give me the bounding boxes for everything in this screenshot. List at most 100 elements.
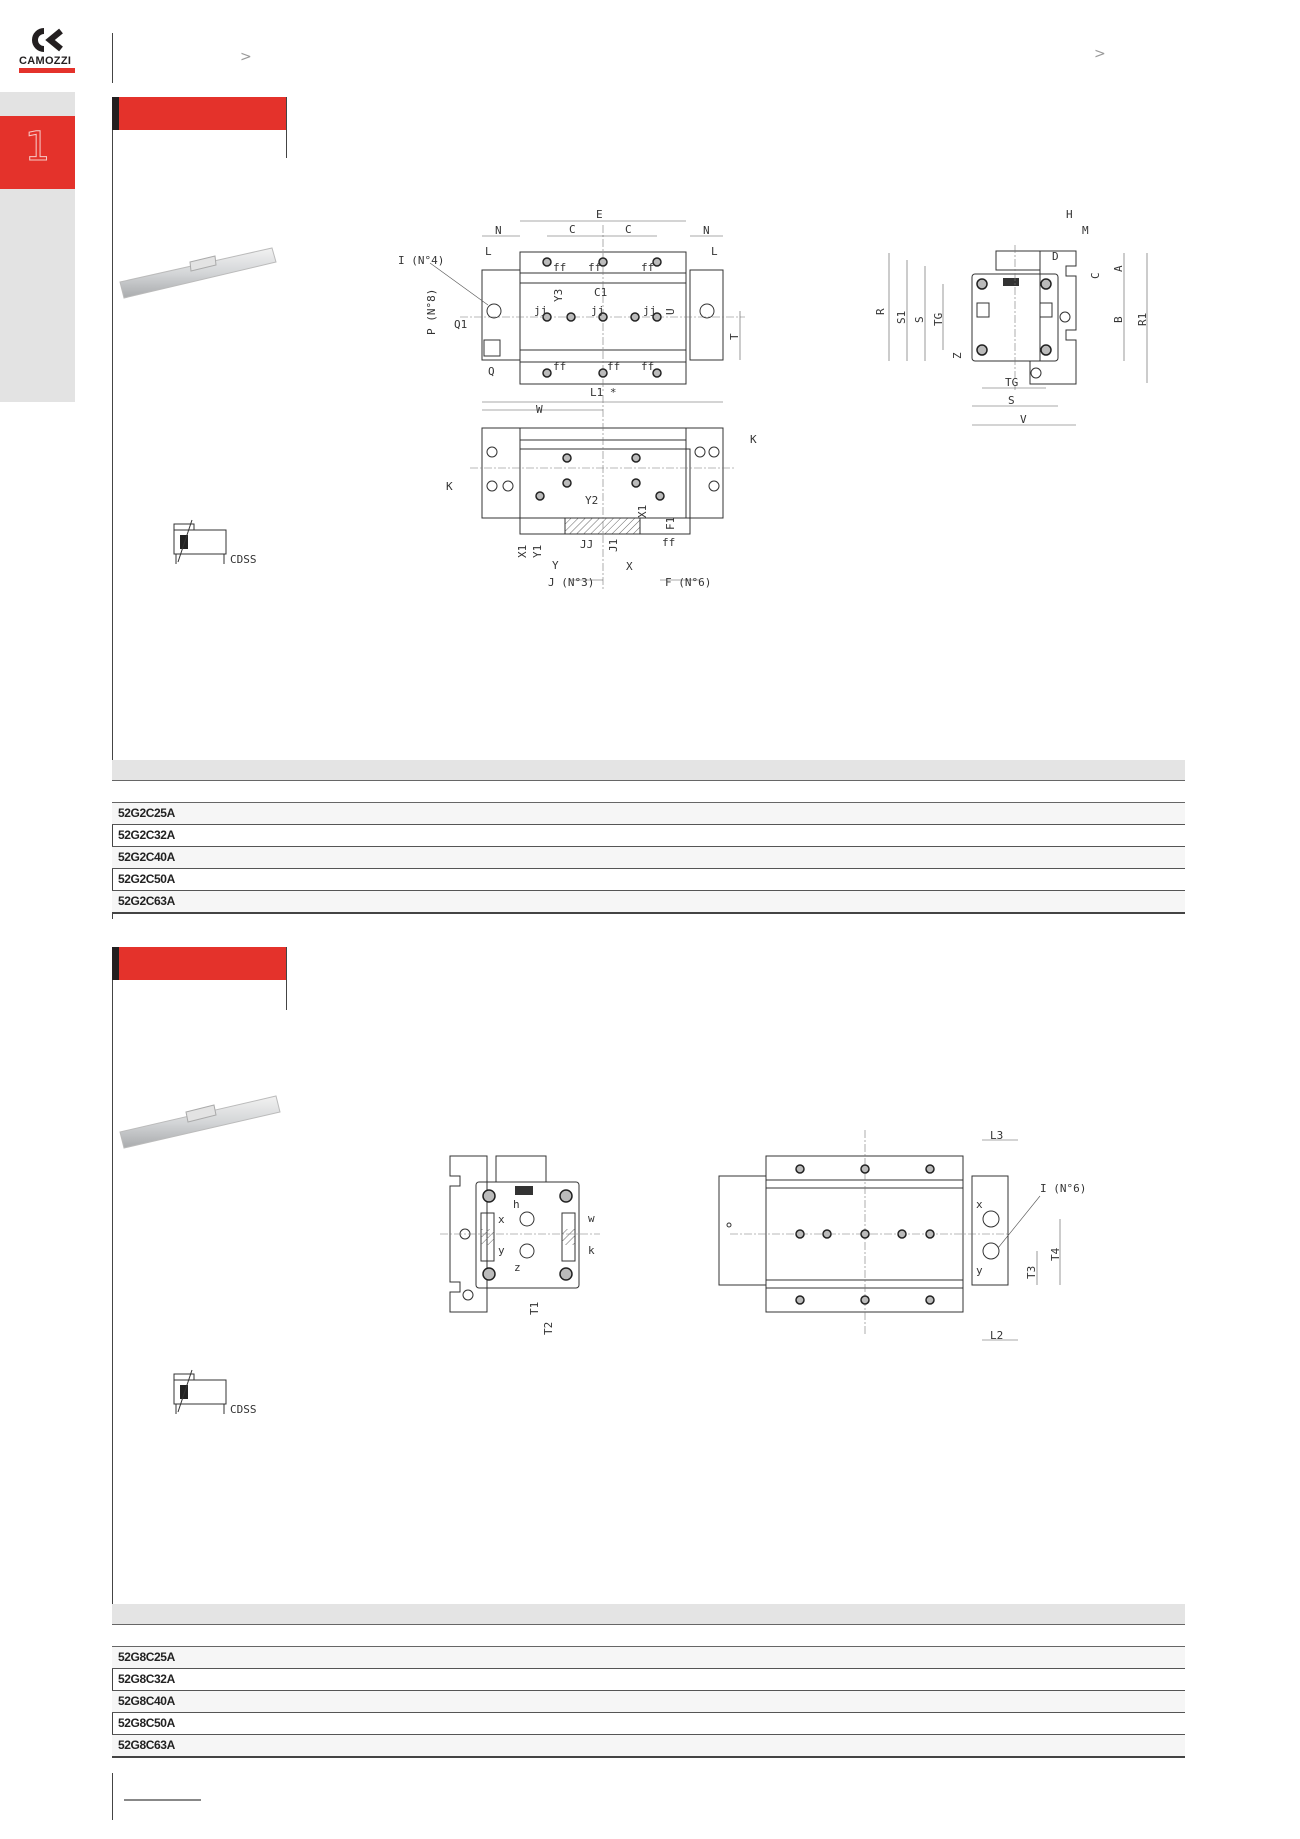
table-row: 52G2C25A <box>112 803 1185 825</box>
dim-label: T3 <box>1025 1266 1038 1279</box>
table-row: 52G2C40A <box>112 847 1185 869</box>
dim-label: w <box>588 1212 595 1225</box>
dim-label: Y <box>552 559 559 572</box>
dim-label: L2 <box>990 1329 1003 1342</box>
dim-label: C <box>1089 272 1102 279</box>
dim-label: S <box>913 316 926 323</box>
dim-label: k <box>588 1244 595 1257</box>
dim-label: C1 <box>594 286 607 299</box>
drawing-labels: L1 * W K K Y2 X1 F1 X1 Y1 JJ J1 ff Y X J… <box>446 386 757 589</box>
dim-label: ff <box>641 360 654 373</box>
table-row: 52G2C63A <box>112 891 1185 914</box>
dim-label: N <box>703 224 710 237</box>
dim-label: T4 <box>1049 1247 1062 1261</box>
breadcrumb-separator: > <box>1094 46 1106 62</box>
dimensions-table: 52G8C25A 52G8C32A 52G8C40A 52G8C50A 52G8… <box>112 1604 1185 1758</box>
dim-label: jj <box>534 304 547 317</box>
dim-label: W <box>536 403 543 416</box>
dim-label: K <box>750 433 757 446</box>
dim-label: x <box>976 1198 983 1211</box>
dim-label: Y1 <box>531 545 544 558</box>
dim-label: jj <box>643 304 656 317</box>
table-row: 52G8C63A <box>112 1735 1185 1758</box>
dim-label: S <box>1008 394 1015 407</box>
dim-label: H <box>1066 208 1073 221</box>
drawing-labels: E C C N N L L I (N°4) P (N°8) Q1 Q ff ff… <box>398 208 741 378</box>
dim-label: Y3 <box>552 289 565 302</box>
pneumatic-symbol-icon: CDSS <box>173 1369 257 1416</box>
drawing-labels: L3 I (N°6) x y T3 T4 L2 <box>976 1129 1086 1342</box>
dim-label: h <box>513 1198 520 1211</box>
dim-label: D <box>1052 250 1059 263</box>
product-image-cylinder <box>119 1095 281 1149</box>
table-subheader <box>112 781 1185 803</box>
table-body: 52G2C25A 52G2C32A 52G2C40A 52G2C50A 52G2… <box>112 803 1185 914</box>
symbol-label: CDSS <box>230 553 257 566</box>
dim-label: E <box>596 208 603 221</box>
dim-label: C <box>569 223 576 236</box>
dim-label: L3 <box>990 1129 1003 1142</box>
dim-label: Z <box>951 352 964 359</box>
dim-label: M <box>1082 224 1089 237</box>
dim-label: I (N°6) <box>1040 1182 1086 1195</box>
dim-label: jj <box>591 304 604 317</box>
table-row: 52G8C32A <box>112 1669 1185 1691</box>
dim-label: X1 <box>636 505 649 518</box>
section-border <box>112 947 113 1755</box>
section-title-bar <box>112 97 287 130</box>
dim-label: R1 <box>1136 313 1149 326</box>
dim-label: K <box>446 480 453 493</box>
dim-label: ff <box>553 360 566 373</box>
drawing-labels: H M D A C R S1 S TG Z B R1 TG S V <box>874 208 1149 426</box>
footer-divider <box>112 1773 113 1820</box>
dim-label: y <box>498 1244 505 1257</box>
symbol-label: CDSS <box>230 1403 257 1416</box>
dim-label: V <box>1020 413 1027 426</box>
dim-label: B <box>1112 316 1125 323</box>
dim-label: X1 <box>516 545 529 558</box>
dim-label: C <box>625 223 632 236</box>
dim-label: z <box>514 1261 521 1274</box>
dim-label: N <box>495 224 502 237</box>
dim-label: U <box>664 308 677 315</box>
dim-label: I (N°4) <box>398 254 444 267</box>
dim-label: P (N°8) <box>425 289 438 335</box>
dim-label: T <box>728 333 741 340</box>
drawing-side-view <box>470 395 735 590</box>
logo-bar <box>19 68 75 73</box>
breadcrumb-separator: > <box>240 49 252 65</box>
dim-label: F1 <box>664 517 677 530</box>
chapter-tab[interactable] <box>0 116 75 189</box>
section-title-divider <box>286 947 287 1010</box>
drawing-labels: h x w y k z T1 T2 <box>498 1198 595 1335</box>
brand-name: CAMOZZI <box>19 55 72 67</box>
dim-label: L <box>485 245 492 258</box>
dim-label: Y2 <box>585 494 598 507</box>
product-image-cylinder <box>119 247 277 299</box>
pneumatic-symbol-icon: CDSS <box>173 519 257 566</box>
dim-label: R <box>874 308 887 315</box>
table-body: 52G8C25A 52G8C32A 52G8C40A 52G8C50A 52G8… <box>112 1647 1185 1758</box>
dim-label: ff <box>662 536 675 549</box>
dim-label: X <box>626 560 633 573</box>
dim-label: J (N°3) <box>548 576 594 589</box>
dim-label: A <box>1112 265 1125 272</box>
dim-label: ff <box>588 261 601 274</box>
section-border <box>112 97 113 919</box>
dim-label: Q1 <box>454 318 467 331</box>
camozzi-logo-icon <box>32 28 63 52</box>
section-title-bar <box>112 947 287 980</box>
dim-label: L <box>711 245 718 258</box>
dim-label: ff <box>553 261 566 274</box>
table-row: 52G8C40A <box>112 1691 1185 1713</box>
table-row: 52G8C50A <box>112 1713 1185 1735</box>
dimensions-table: 52G2C25A 52G2C32A 52G2C40A 52G2C50A 52G2… <box>112 760 1185 914</box>
table-row: 52G8C25A <box>112 1647 1185 1669</box>
dim-label: T2 <box>542 1322 555 1335</box>
table-header <box>112 1604 1185 1625</box>
dim-label: x <box>498 1213 505 1226</box>
dim-label: y <box>976 1264 983 1277</box>
dim-label: S1 <box>895 311 908 324</box>
drawing-top-view-2 <box>718 1130 1061 1341</box>
